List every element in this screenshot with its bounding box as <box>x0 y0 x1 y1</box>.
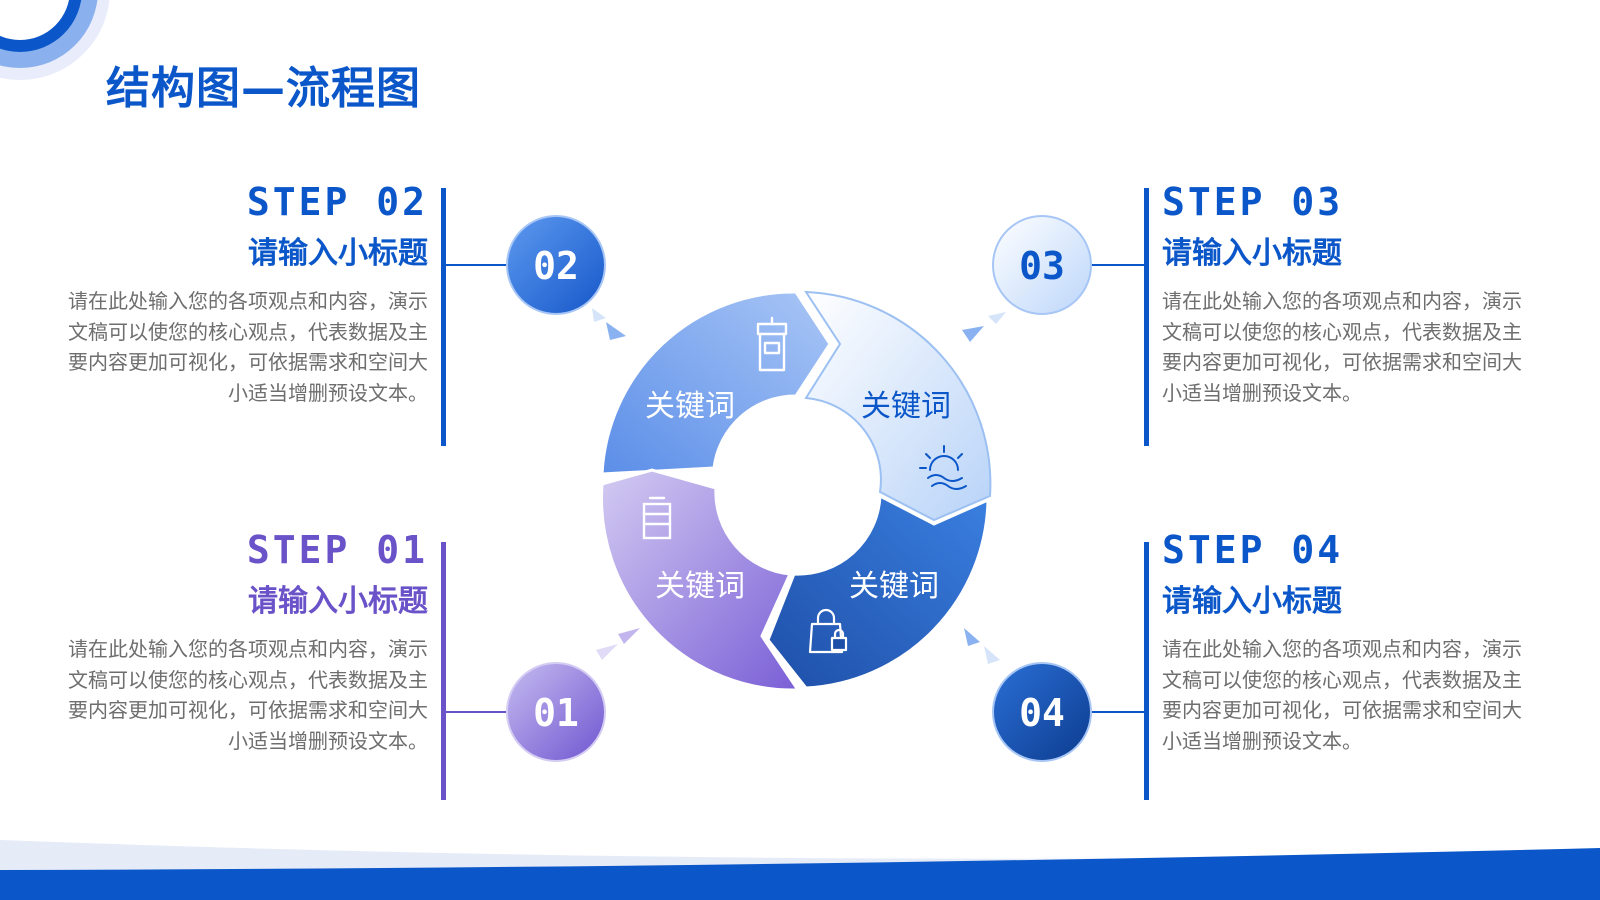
bottom-wave-decoration <box>0 840 1600 900</box>
step-02-number: 02 <box>533 244 579 288</box>
step-03-divider <box>1144 188 1149 446</box>
ring-segment-03 <box>804 290 992 522</box>
cup-icon <box>756 316 788 372</box>
folder-stack-icon <box>642 496 672 540</box>
arrow-03 <box>962 312 1006 342</box>
step-01-block: STEP 01 请输入小标题 请在此处输入您的各项观点和内容，演示文稿可以使您的… <box>68 530 428 756</box>
step-03-description: 请在此处输入您的各项观点和内容，演示文稿可以使您的核心观点，代表数据及主要内容更… <box>1162 289 1522 405</box>
keyword-02: 关键词 <box>645 389 735 424</box>
shopping-bag-lock-icon <box>808 608 848 654</box>
arrow-01 <box>596 628 640 660</box>
step-04-block: STEP 04 请输入小标题 请在此处输入您的各项观点和内容，演示文稿可以使您的… <box>1162 530 1522 756</box>
step-04-description: 请在此处输入您的各项观点和内容，演示文稿可以使您的核心观点，代表数据及主要内容更… <box>1162 637 1522 753</box>
step-04-circle: 04 <box>992 662 1092 762</box>
step-03-block: STEP 03 请输入小标题 请在此处输入您的各项观点和内容，演示文稿可以使您的… <box>1162 182 1522 408</box>
step-02-block: STEP 02 请输入小标题 请在此处输入您的各项观点和内容，演示文稿可以使您的… <box>68 182 428 408</box>
step-03-subtitle: 请输入小标题 <box>1162 236 1342 271</box>
step-01-subtitle: 请输入小标题 <box>248 584 428 619</box>
page-title: 结构图—流程图 <box>106 63 421 114</box>
step-01-label: STEP 01 <box>246 528 428 572</box>
step-01-divider <box>441 542 446 800</box>
step-03-circle: 03 <box>992 215 1092 315</box>
step-04-divider <box>1144 542 1149 800</box>
step-02-label: STEP 02 <box>246 180 428 224</box>
step-02-divider <box>441 188 446 446</box>
keyword-04: 关键词 <box>849 569 939 604</box>
step-02-circle: 02 <box>506 215 606 315</box>
step-01-description: 请在此处输入您的各项观点和内容，演示文稿可以使您的核心观点，代表数据及主要内容更… <box>68 637 428 753</box>
step-04-number: 04 <box>1019 691 1065 735</box>
step-02-description: 请在此处输入您的各项观点和内容，演示文稿可以使您的核心观点，代表数据及主要内容更… <box>68 289 428 405</box>
step-04-subtitle: 请输入小标题 <box>1162 584 1342 619</box>
sunrise-icon <box>919 445 967 490</box>
ring-segment-04 <box>766 493 990 690</box>
step-03-label: STEP 03 <box>1162 180 1344 224</box>
step-03-number: 03 <box>1019 244 1065 288</box>
arrow-04 <box>964 628 1000 664</box>
keyword-01: 关键词 <box>655 569 745 604</box>
step-02-subtitle: 请输入小标题 <box>248 236 428 271</box>
step-01-number: 01 <box>533 691 579 735</box>
step-01-circle: 01 <box>506 662 606 762</box>
step-04-label: STEP 04 <box>1162 528 1344 572</box>
keyword-03: 关键词 <box>861 389 951 424</box>
ring-segment-02 <box>600 290 832 476</box>
arrow-02 <box>592 308 626 340</box>
